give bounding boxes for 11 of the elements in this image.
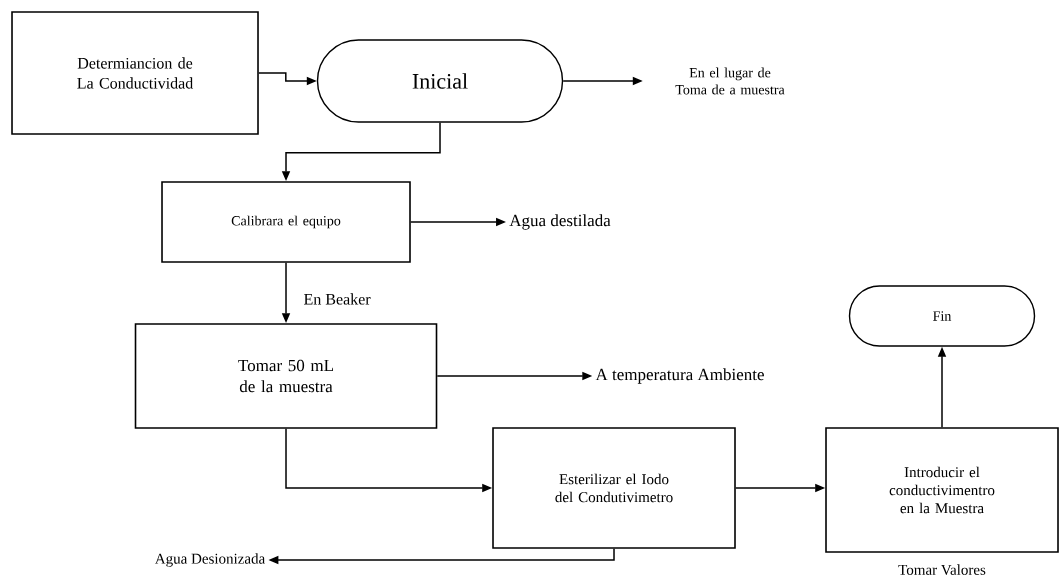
process-box: Introducir el conductivimentro en la Muestra [825,427,1059,553]
flow-text: A temperatura Ambiente [595,368,764,384]
flow-text: En el lugar de Toma de a muestra [675,67,785,95]
process-box: Determiancion de La Conductividad [11,11,259,135]
process-box: Calibrara el equipo [161,181,411,263]
box-caption: Tomar Valores [898,564,986,575]
flow-text: Agua Desionizada [154,553,265,567]
process-box: Esterilizar el Iodo del Condutivimetro [492,427,736,549]
process-box: Tomar 50 mL de la muestra [134,323,438,429]
flow-text: Agua destilada [509,214,611,230]
edge-label: En Beaker [304,293,371,305]
